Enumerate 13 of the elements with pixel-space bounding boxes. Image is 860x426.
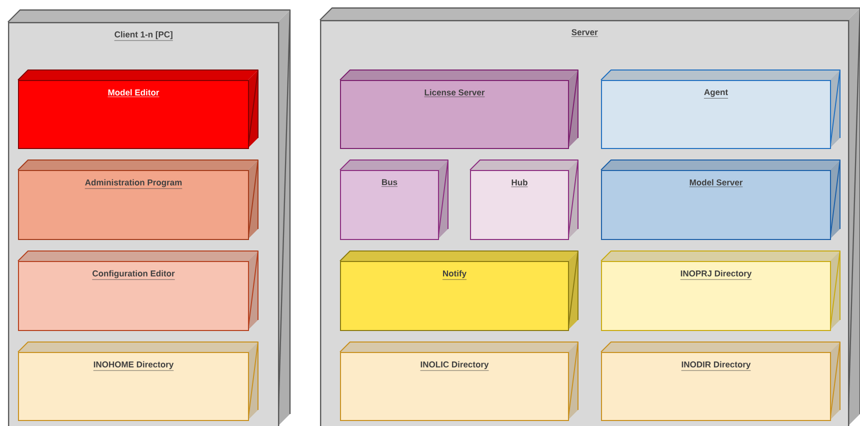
directory-box: INODIR Directory [600, 342, 840, 421]
component-box: Hub [470, 160, 578, 240]
component-box: Administration Program [18, 160, 258, 240]
component-box: Model Editor [18, 70, 258, 149]
component-box: Agent [600, 70, 840, 149]
directory-box: INOLIC Directory [340, 342, 578, 421]
component-box: Model Server [600, 160, 840, 240]
directory-box: INOHOME Directory [18, 342, 258, 421]
component-box: Notify [340, 250, 578, 331]
component-box: License Server [340, 70, 578, 149]
component-box: Bus [340, 160, 448, 240]
directory-box: INOPRJ Directory [600, 250, 840, 331]
component-box: Configuration Editor [18, 250, 258, 331]
